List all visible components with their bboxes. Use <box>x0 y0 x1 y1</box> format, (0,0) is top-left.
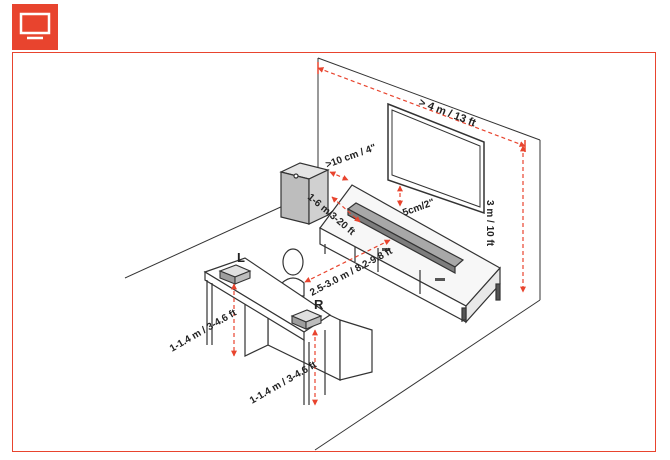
rear-speaker-right <box>290 309 323 330</box>
tv-gap-label: 5cm/2" <box>401 197 436 219</box>
room-height-label: 3 m / 10 ft <box>484 200 495 247</box>
tv-monitor-icon <box>19 12 51 40</box>
diagram-frame <box>12 52 656 452</box>
dimension-lines <box>231 67 526 406</box>
right-speaker-label: R <box>314 297 324 312</box>
right-speaker-height-label: 1-1.4 m / 3-4.6 ft <box>248 359 319 406</box>
left-speaker-height-label: 1-1.4 m / 3-4.6 ft <box>168 307 239 354</box>
dimension-ticks <box>317 62 526 152</box>
rear-speaker-left <box>218 264 252 285</box>
subwoofer-gap-label: >10 cm / 4" <box>324 142 378 170</box>
room-outline <box>124 57 541 451</box>
subwoofer <box>279 162 330 225</box>
left-speaker-label: L <box>237 250 245 265</box>
tv-icon-badge <box>12 4 58 50</box>
